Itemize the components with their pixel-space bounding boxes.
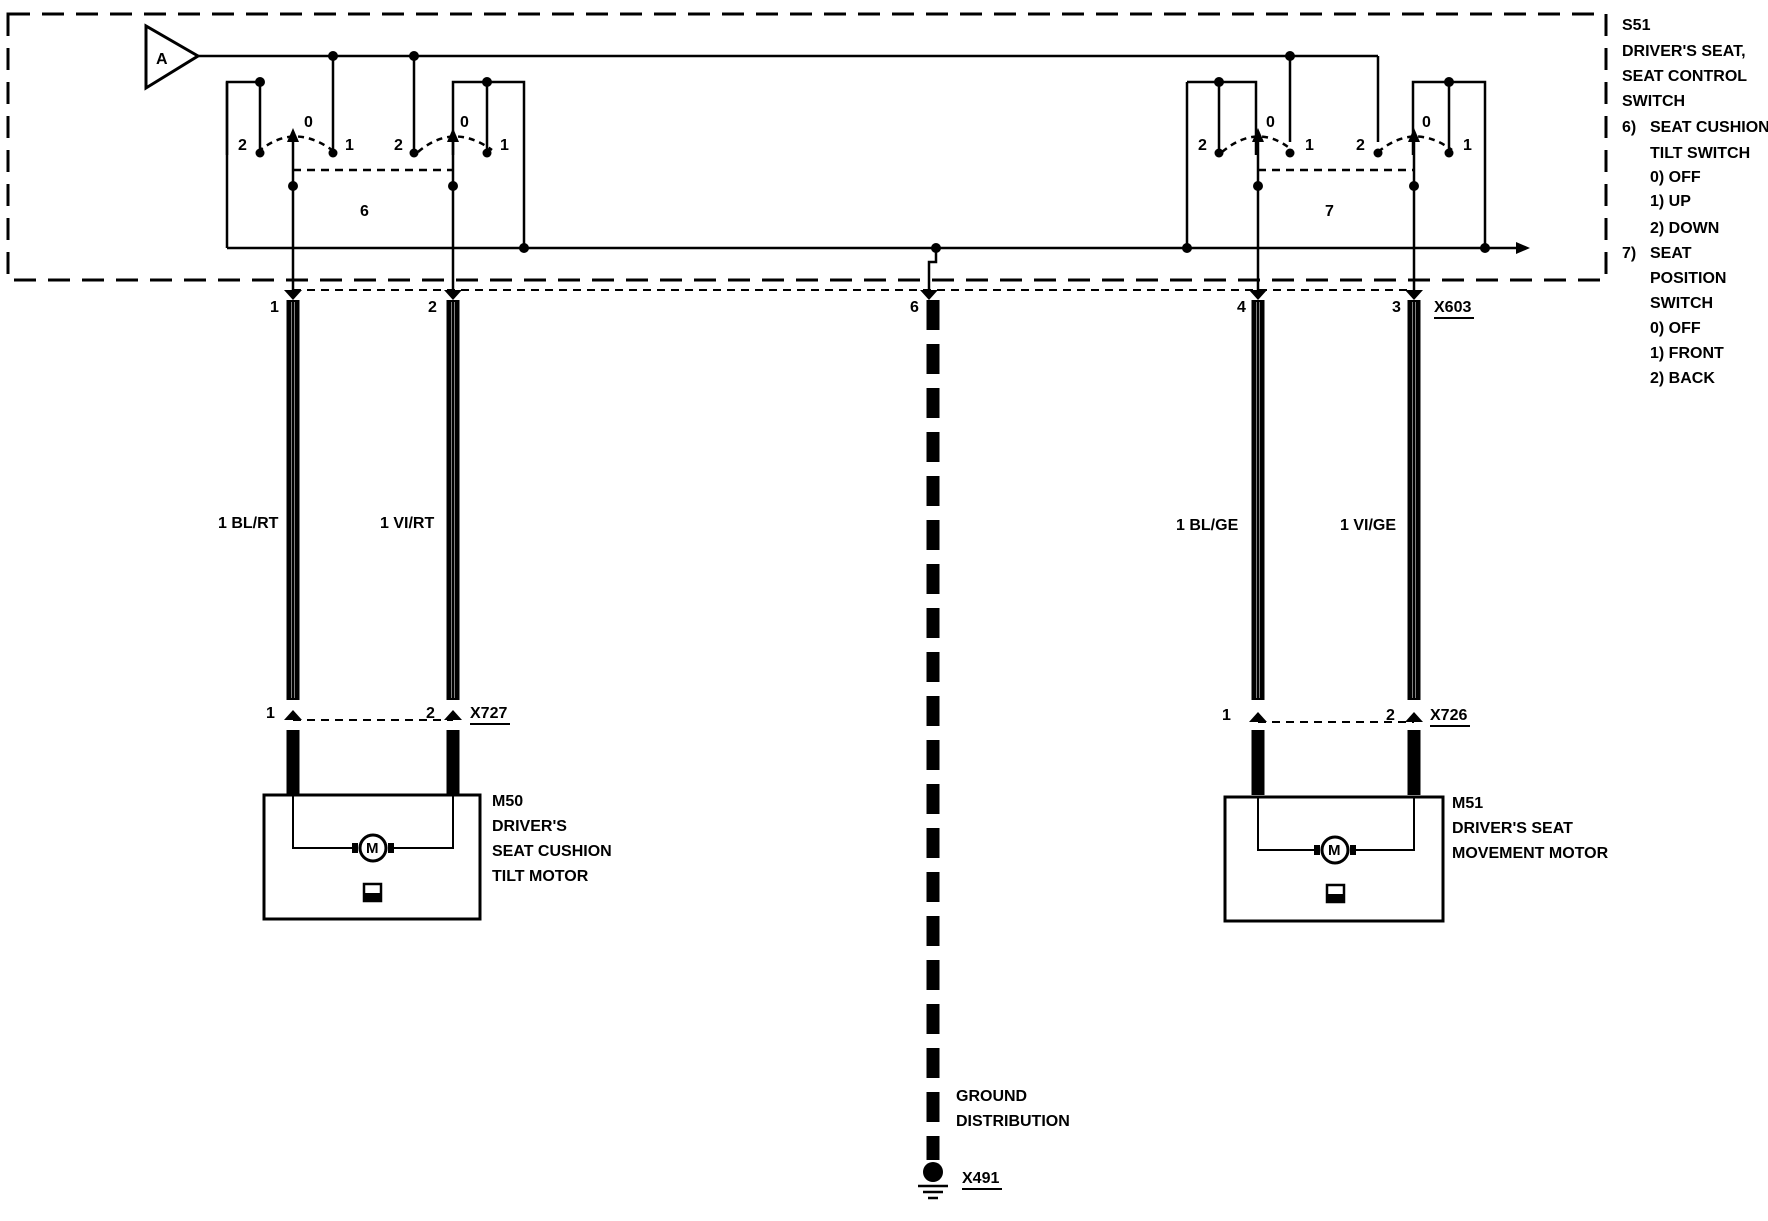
ground-x491: GROUND DISTRIBUTION X491 xyxy=(918,1088,1070,1200)
svg-text:2) BACK: 2) BACK xyxy=(1650,370,1715,387)
svg-text:0) OFF: 0) OFF xyxy=(1650,320,1701,337)
switch-housing-s51 xyxy=(6,12,1608,282)
svg-text:0: 0 xyxy=(460,114,469,131)
motor-m51: M M51 DRIVER'S SEAT MOVEMENT MOTOR xyxy=(1223,795,1609,923)
svg-text:2: 2 xyxy=(238,137,247,154)
ground-tap xyxy=(927,248,938,290)
svg-text:GROUND: GROUND xyxy=(956,1088,1027,1105)
junction-dot xyxy=(328,51,338,61)
wire-labels: 1 BL/RT 1 VI/RT 1 BL/GE 1 VI/GE xyxy=(218,515,1396,534)
wire-harness xyxy=(286,300,1421,1160)
svg-text:0: 0 xyxy=(1266,114,1275,131)
connector-a-symbol: A xyxy=(144,23,201,91)
svg-text:1: 1 xyxy=(345,137,354,154)
wire-label: 1 BL/RT xyxy=(218,515,279,532)
svg-text:1) FRONT: 1) FRONT xyxy=(1650,345,1724,362)
svg-text:MOVEMENT MOTOR: MOVEMENT MOTOR xyxy=(1452,845,1609,862)
svg-text:POSITION: POSITION xyxy=(1650,270,1726,287)
connector-x603-pins: 1 2 6 4 3 X603 xyxy=(270,290,1474,319)
svg-text:2: 2 xyxy=(1386,707,1395,724)
svg-text:DRIVER'S SEAT,: DRIVER'S SEAT, xyxy=(1622,43,1746,60)
svg-text:SEAT CUSHION: SEAT CUSHION xyxy=(1650,119,1768,136)
svg-text:SWITCH: SWITCH xyxy=(1622,93,1685,110)
svg-text:1: 1 xyxy=(266,705,275,722)
switch-legend: S51 DRIVER'S SEAT, SEAT CONTROL SWITCH 6… xyxy=(1622,17,1768,387)
svg-text:SWITCH: SWITCH xyxy=(1650,295,1713,312)
ground-arrow-icon xyxy=(1516,242,1530,254)
svg-text:2: 2 xyxy=(428,299,437,316)
svg-text:1: 1 xyxy=(1305,137,1314,154)
svg-text:1) UP: 1) UP xyxy=(1650,193,1691,210)
motor-m50-id: M50 xyxy=(492,793,523,810)
motor-m51-id: M51 xyxy=(1452,795,1483,812)
connector-x603-label: X603 xyxy=(1434,299,1471,316)
switch-7-number: 7 xyxy=(1325,203,1334,220)
connector-x727: 1 2 X727 xyxy=(266,705,510,725)
wire-label: 1 BL/GE xyxy=(1176,517,1239,534)
junction-dot xyxy=(1285,51,1295,61)
switch-7-seat-position xyxy=(1185,80,1516,290)
ground-x491-label: X491 xyxy=(962,1170,999,1187)
svg-text:4: 4 xyxy=(1237,299,1246,316)
svg-text:2: 2 xyxy=(1356,137,1365,154)
switch-id: S51 xyxy=(1622,17,1651,34)
svg-text:DRIVER'S: DRIVER'S xyxy=(492,818,567,835)
svg-text:0: 0 xyxy=(1422,114,1431,131)
svg-text:SEAT CUSHION: SEAT CUSHION xyxy=(492,843,612,860)
connector-x726-label: X726 xyxy=(1430,707,1467,724)
connector-a-label: A xyxy=(156,51,168,68)
svg-text:1: 1 xyxy=(1222,707,1231,724)
svg-text:0: 0 xyxy=(304,114,313,131)
svg-text:M: M xyxy=(1328,842,1341,859)
svg-text:DRIVER'S SEAT: DRIVER'S SEAT xyxy=(1452,820,1573,837)
switch-7-contacts xyxy=(931,77,1530,254)
svg-text:SEAT CONTROL: SEAT CONTROL xyxy=(1622,68,1747,85)
svg-text:1: 1 xyxy=(500,137,509,154)
switch-6-seat-cushion-tilt xyxy=(225,80,1400,290)
switch-6-number: 6 xyxy=(360,203,369,220)
svg-text:1: 1 xyxy=(1463,137,1472,154)
wire-label: 1 VI/GE xyxy=(1340,517,1396,534)
svg-text:TILT MOTOR: TILT MOTOR xyxy=(492,868,589,885)
switch-6-contact-labels: 2 0 1 2 0 1 6 xyxy=(238,114,509,220)
motor-icon xyxy=(358,833,388,863)
svg-text:DISTRIBUTION: DISTRIBUTION xyxy=(956,1113,1070,1130)
svg-text:1: 1 xyxy=(270,299,279,316)
svg-text:SEAT: SEAT xyxy=(1650,245,1692,262)
svg-text:2: 2 xyxy=(394,137,403,154)
svg-text:7): 7) xyxy=(1622,245,1636,262)
switch-7-contact-labels: 2 0 1 2 0 1 7 xyxy=(1198,114,1472,220)
svg-text:6): 6) xyxy=(1622,119,1636,136)
connector-x726: 1 2 X726 xyxy=(1222,707,1470,727)
svg-text:2) DOWN: 2) DOWN xyxy=(1650,220,1719,237)
supply-bus xyxy=(198,54,1380,152)
wire-label: 1 VI/RT xyxy=(380,515,434,532)
svg-text:TILT SWITCH: TILT SWITCH xyxy=(1650,145,1750,162)
svg-text:M: M xyxy=(366,840,379,857)
switch-6-contacts xyxy=(255,77,529,253)
motor-icon xyxy=(1320,835,1350,865)
motor-m50: M M50 DRIVER'S SEAT CUSHION TILT MOTOR xyxy=(262,793,612,921)
junction-dot xyxy=(409,51,419,61)
svg-text:0) OFF: 0) OFF xyxy=(1650,169,1701,186)
connector-x727-label: X727 xyxy=(470,705,507,722)
svg-text:2: 2 xyxy=(1198,137,1207,154)
svg-text:3: 3 xyxy=(1392,299,1401,316)
svg-text:2: 2 xyxy=(426,705,435,722)
svg-text:6: 6 xyxy=(910,299,919,316)
